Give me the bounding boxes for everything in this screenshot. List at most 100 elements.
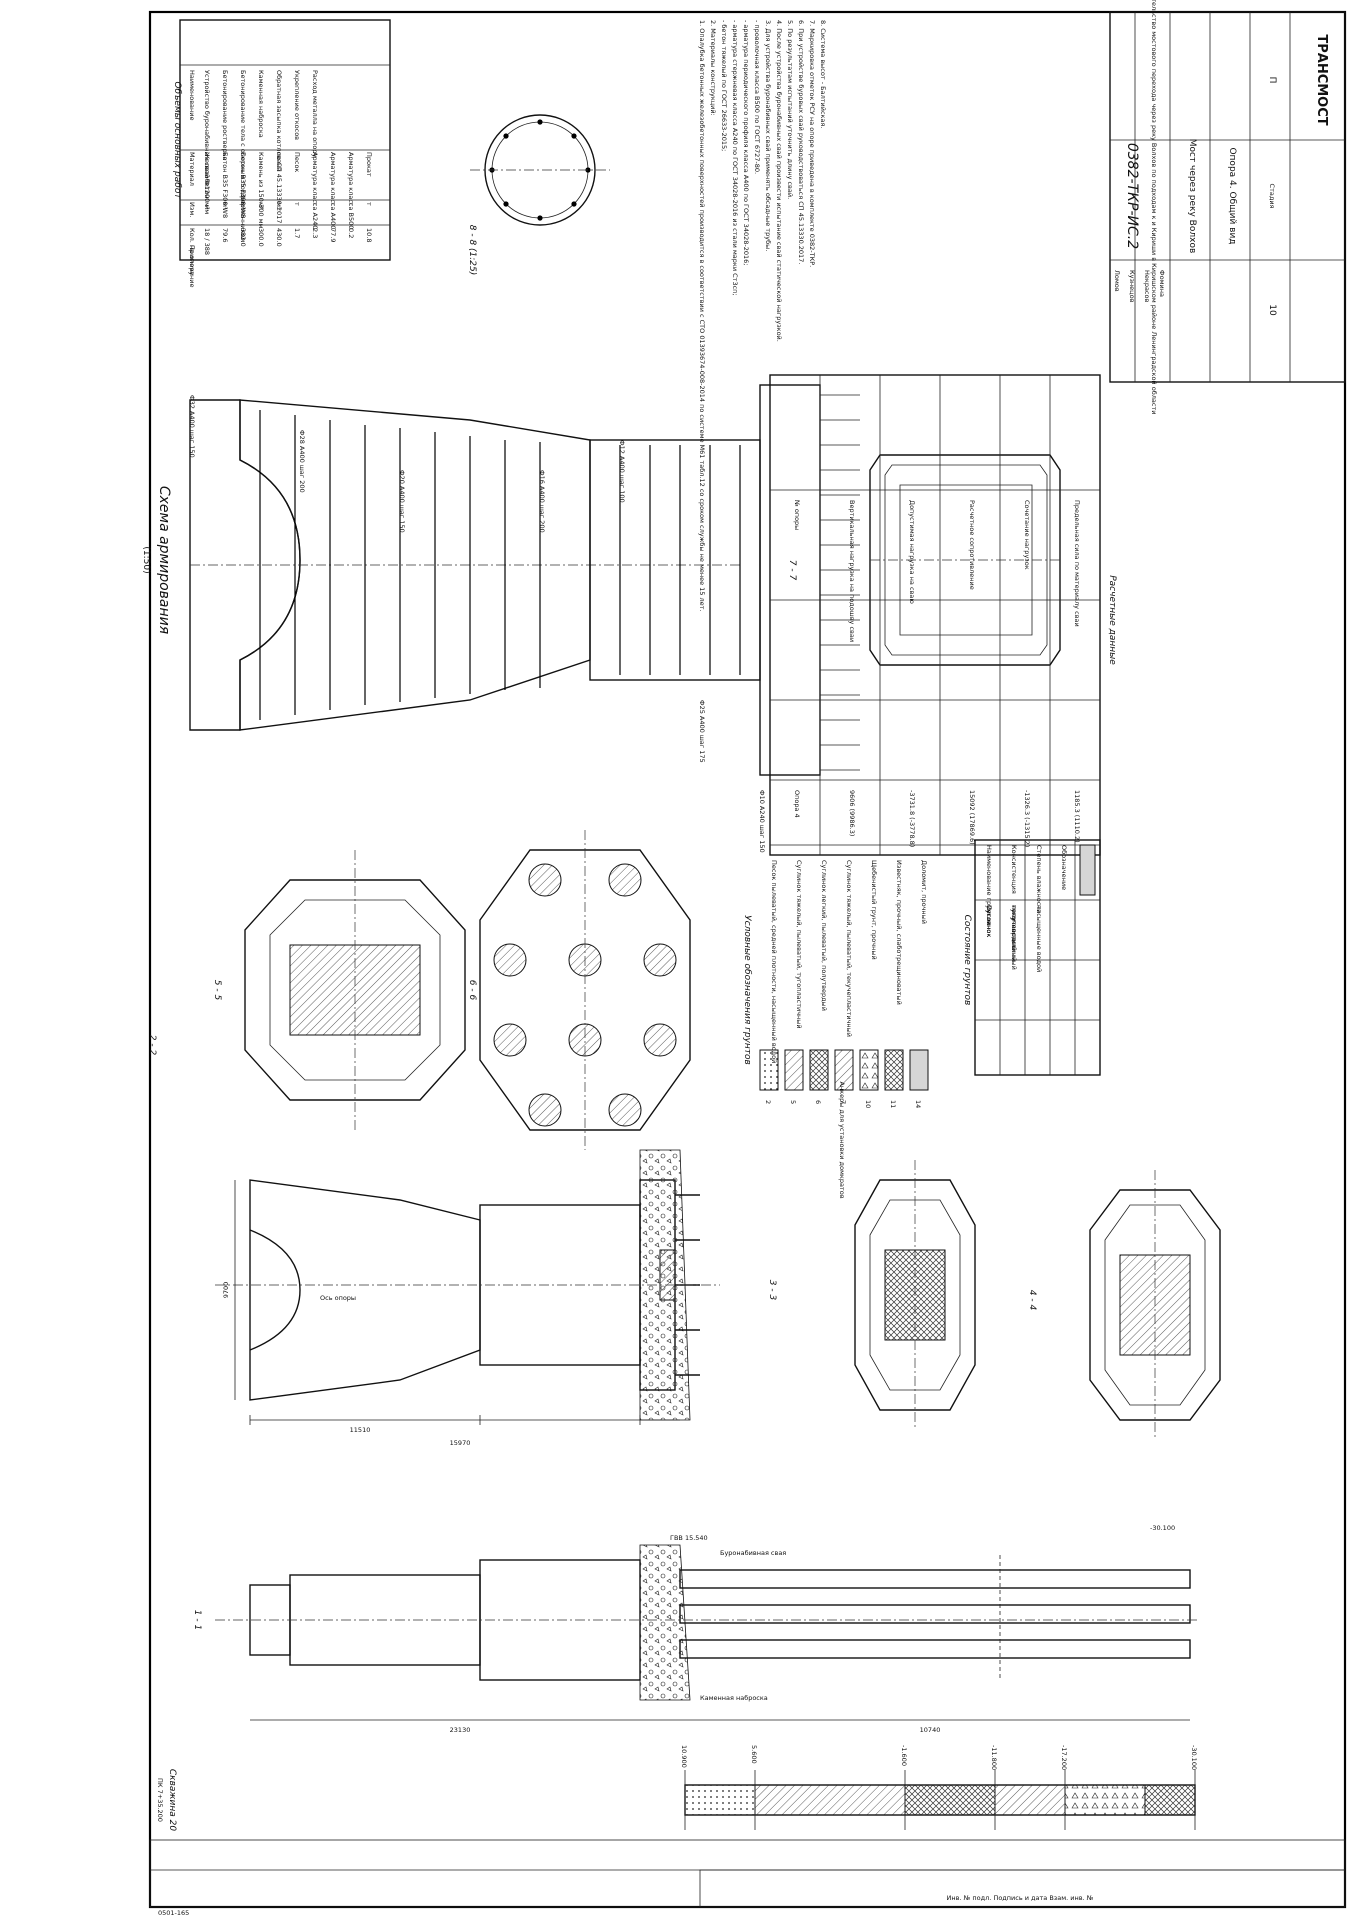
works-row-material: Песок [293,152,301,172]
dim-10740: 10740 [920,1726,941,1734]
works-row-material: по СП 45.13330.2017 [275,152,283,223]
soil-state-cell: Суглинок [985,905,993,937]
soil-id: 10 [864,1100,872,1108]
soil-state-header: Обозначение [1060,845,1068,890]
section-6-6-title: 6 - 6 [467,980,477,1001]
drawing-name: Опора 4. Общий вид [1227,147,1237,244]
works-row-material: Арматура класса В500 [347,152,355,229]
corner-code: 0501-165 [158,1909,189,1917]
soil-state-cell: Суглинок [985,905,993,937]
soil-id: 6 [814,1100,822,1104]
calc-header: Расчетное сопротивление [968,500,976,590]
section-5-5: 5 - 5 [212,850,466,1130]
works-row-unit: т [347,202,355,206]
dim-11510: 11510 [350,1426,371,1434]
works-row-unit: м³ [239,202,247,210]
works-row-material: Камень из 150-300 мм [257,152,265,229]
note-line: 1. Опалубка бетонных железобетонных пове… [698,20,706,612]
works-table: Устройство буронабивных свай Ф1200 ммЖел… [172,19,391,287]
note-line: - арматура периодического профиля класса… [742,20,750,265]
section-4-4-title: 4 - 4 [1027,1290,1037,1311]
soil-state-cell: - [1035,905,1043,908]
rebar-callout: Ф16 А400 шаг 200 [538,470,546,533]
calc-header: Сочетание нагрузок [1023,500,1031,570]
section-4-4: 4 - 4 [1027,1170,1221,1440]
works-header: Изм. [188,202,196,217]
note-line: 6. При устройстве буровых свай руководст… [797,20,805,264]
company-logo-text: ТРАНСМОСТ [1314,34,1329,125]
pile-circle [528,1093,562,1127]
soil-swatch [784,1049,804,1091]
works-row-qty: 430.0 [275,228,283,247]
works-row-qty: 77.9 [329,228,337,242]
section-8-8: 8 - 8 (1:25) [467,114,610,275]
works-header: Материал [188,152,196,186]
rebar-callout: Ф28 А400 шаг 200 [298,430,306,493]
works-row-material: Бетон В35 F300 W8 [239,152,247,218]
pile-circle [608,1093,642,1127]
soil-id: 7 [839,1100,847,1104]
soil-desc: Доломит, прочный [920,860,928,924]
note-line: 5. По результатам испытаний уточнить дли… [786,20,794,199]
rebar-callout: Ф32 А400 шаг 150 [188,395,196,458]
calc-cell: -1326.3 (-1315.2) [1023,790,1031,847]
soil-state-cell: - [1010,905,1018,908]
calc-header: Допустимая нагрузка на сваю [908,500,916,604]
works-row-unit: т [365,202,373,206]
note-line: - бетон тяжелый по ГОСТ 26633-2015; [720,20,728,151]
pile-circle [493,1023,527,1057]
anchor-label: Анкеры для установки домкратов [838,1081,846,1198]
soil-id: 14 [914,1100,922,1108]
borehole-elev: 10.900 [680,1745,688,1768]
calc-cell: -3731.8 (-3778.8) [908,790,916,847]
pile-circle [643,943,677,977]
pile-circle [608,863,642,897]
works-header: Наименование [188,70,196,121]
bottom-stamp: Инв. № подл. Подпись и дата Взам. инв. №… [158,1869,1346,1917]
section-3-3: 3 - 3 Анкеры для установки домкратов [767,1081,976,1430]
soil-state-cell: насыщенные водой [1035,905,1043,972]
works-row-material: Прокат [365,152,373,177]
note-line: 4. После устройства буронабивных свай пр… [775,20,783,342]
rebar-callout: Ф10 А240 шаг 150 [758,790,766,853]
sheet-code: 0382-ТКР-ИС.2 [1124,143,1140,249]
soil-state-cell: - [1035,905,1043,908]
works-row-unit: м³ [203,202,211,210]
works-header: Кол. на опору [188,228,196,276]
sheet-number: 10 [1267,304,1277,316]
works-row-unit: т [311,202,319,206]
section-5-5-title: 5 - 5 [212,980,222,1001]
works-row-unit: м³ [275,202,283,210]
works-row-material: Бетон В35 F300 W8 [221,152,229,218]
section-7-7-title: 7 - 7 [787,560,797,581]
part-name: Мост через реку Волхов [1187,139,1197,254]
elevation-2-2: 2 - 2 Ось опоры 11510 15970 9700 [147,1035,720,1447]
soil-state-cell: - [1035,905,1043,908]
section-3-3-title: 3 - 3 [767,1280,777,1301]
title-stamp: 0382-ТКР-ИС.2 Строительство мостового пе… [1109,0,1346,414]
elev-bottom-label: -30.100 [1150,1524,1175,1532]
borehole-elev: -1.600 [900,1745,908,1766]
note-line: 2. Материалы конструкций: [709,20,717,116]
pile-circle [493,943,527,977]
stamp-row-2: Некрасов [1143,270,1151,302]
calc-title: Расчетные данные [1107,575,1117,665]
soil-state-cell: текучепластичный [1010,905,1018,970]
soil-state-cell: Песок [985,905,993,925]
soil-id: 2 [764,1100,772,1104]
soil-state-header: Консистенция [1010,845,1018,894]
calc-header: Вертикальная нагрузка на подошву сваи [848,500,856,642]
elevation-1-1: 1 - 1 23130 10740 ГВВ 15.540 Буронабивна… [192,1524,1200,1734]
reinforcement-title: Схема армирования [156,486,172,634]
works-row-qty: 18 / 388 [203,228,211,255]
soil-state-cell: тугопластичный [1010,905,1018,961]
soil-state-cell: Суглинок [985,905,993,937]
calc-cell: Опора 4 [793,790,801,818]
works-header: Примечание [188,245,196,287]
reinforcement-scale: (1:50) [141,546,151,573]
borehole-elev: -11.800 [990,1745,998,1770]
soil-desc: Щебенистый грунт, прочный [870,860,878,960]
calc-header: № опоры [793,499,801,530]
